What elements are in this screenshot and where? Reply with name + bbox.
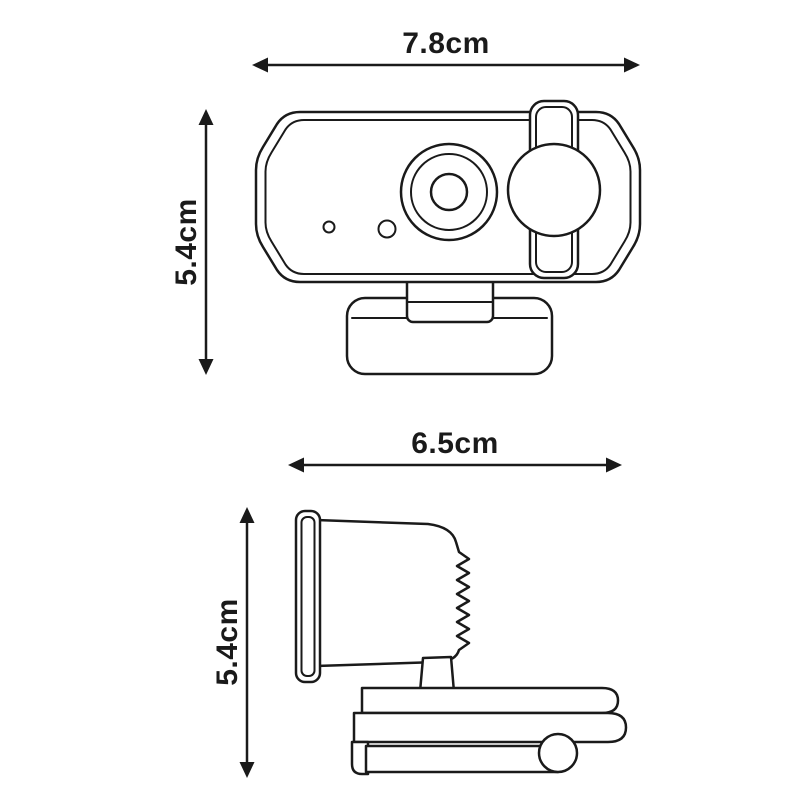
side-body-ridged — [314, 518, 471, 668]
side-view-drawing — [294, 509, 628, 776]
arrow-left-icon — [288, 457, 304, 473]
side-width-dimension: 6.5cm — [288, 427, 622, 473]
side-height-label: 5.4cm — [211, 598, 244, 686]
arrow-down-icon — [239, 762, 255, 778]
front-view-drawing — [254, 99, 642, 376]
arrow-up-icon — [239, 507, 255, 523]
side-clip-rolled-tip — [537, 732, 579, 774]
mount-knob — [506, 142, 602, 238]
lens-mid-ring — [410, 153, 488, 231]
side-base-mid-plate — [352, 711, 628, 744]
lens-center — [429, 172, 469, 212]
arrow-right-icon — [624, 57, 640, 73]
front-height-label: 5.4cm — [170, 198, 203, 286]
arrow-up-icon — [198, 109, 214, 125]
arrow-right-icon — [606, 457, 622, 473]
front-body-inner-outline — [264, 119, 632, 275]
mic-dot-icon — [322, 220, 336, 234]
side-height-dimension: 5.4cm — [211, 507, 255, 778]
led-dot-icon — [377, 219, 397, 239]
front-width-label: 7.8cm — [402, 27, 490, 60]
side-front-panel-inner — [300, 516, 316, 677]
side-clip-back-bar — [350, 740, 370, 776]
side-clip-lower-arm — [364, 744, 560, 774]
arrow-left-icon — [252, 57, 268, 73]
side-base-top-plate — [360, 686, 620, 715]
front-width-dimension: 7.8cm — [252, 27, 640, 73]
side-front-panel — [294, 509, 322, 684]
arrow-down-icon — [198, 359, 214, 375]
side-width-label: 6.5cm — [411, 427, 499, 460]
front-height-dimension: 5.4cm — [170, 109, 214, 375]
